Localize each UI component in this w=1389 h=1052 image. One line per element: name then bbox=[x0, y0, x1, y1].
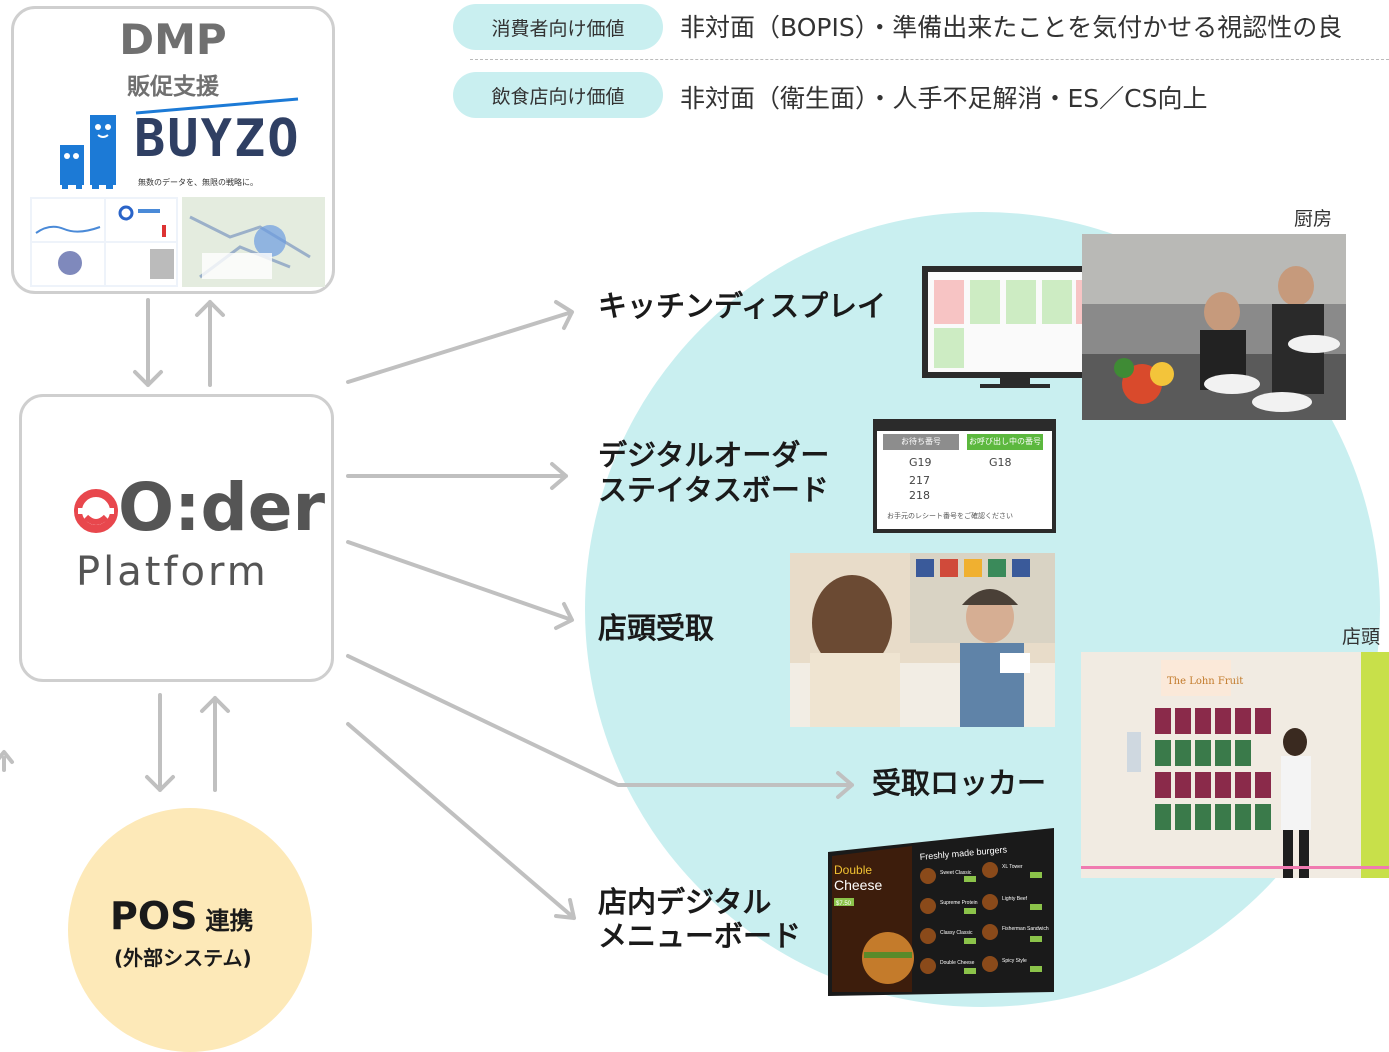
service-locker: 受取ロッカー bbox=[872, 766, 1047, 800]
buyzo-logo: BUYZO bbox=[134, 109, 301, 169]
dmp-box: DMP 販促支援 BUYZO 無数のデータを、無限の戦略に。 bbox=[11, 6, 335, 294]
locker-photo: The Lohn Fruit bbox=[1081, 652, 1389, 878]
restaurant-value-text: 非対面（衛生面）・人手不足解消・ES／CS向上 bbox=[680, 84, 1208, 113]
menu-item-5: Fisherman Sandwich bbox=[1002, 926, 1049, 932]
arrow-pos-down bbox=[145, 693, 175, 792]
menu-price: $7.50 bbox=[836, 901, 852, 907]
service-kitchen-display: キッチンディスプレイ bbox=[598, 289, 886, 323]
arrow-dmp-down bbox=[133, 298, 163, 387]
service-menu-board-line2: メニューボード bbox=[598, 919, 802, 953]
status-footer: お手元のレシート番号をご確認ください bbox=[887, 512, 1013, 520]
storefront-label: 店頭 bbox=[1342, 626, 1381, 648]
dmp-title: DMP bbox=[119, 15, 227, 64]
oder-o-icon bbox=[74, 489, 118, 533]
oder-platform-box: O:der Platform bbox=[19, 394, 334, 682]
menu-item-4: Classy Classic bbox=[940, 930, 973, 936]
menu-item-0: Sweet Classic bbox=[940, 870, 972, 876]
menu-item-6: Double Cheese bbox=[940, 960, 975, 966]
arrow-to-pickup bbox=[346, 540, 574, 630]
dmp-subtitle: 販促支援 bbox=[127, 74, 219, 100]
service-menu-board-line1: 店内デジタル bbox=[598, 885, 772, 919]
arrow-to-status bbox=[346, 462, 568, 490]
status-waiting-0: G19 bbox=[909, 456, 932, 469]
buyzo-swoosh-icon bbox=[135, 97, 299, 115]
status-waiting-1: 217 bbox=[909, 474, 930, 487]
restaurant-value-pill: 飲食店向け価値 bbox=[453, 72, 663, 118]
oder-logo: O:der bbox=[118, 469, 326, 546]
arrow-pos-up bbox=[200, 696, 230, 792]
status-board-image: お待ち番号 お呼び出し中の番号 G19 217 218 G18 お手元のレシート… bbox=[873, 419, 1056, 533]
menu-item-1: XL Tower bbox=[1002, 864, 1023, 870]
arrow-dmp-up bbox=[195, 300, 225, 387]
pickup-photo bbox=[790, 553, 1055, 727]
platform-label: Platform bbox=[76, 549, 269, 595]
service-status-board-line2: ステイタスボード bbox=[598, 473, 829, 507]
pos-subtitle: (外部システム) bbox=[114, 946, 252, 970]
service-store-pickup: 店頭受取 bbox=[598, 611, 715, 645]
kitchen-label: 厨房 bbox=[1294, 208, 1333, 230]
consumer-value-text: 非対面（BOPIS）・準備出来たことを気付かせる視認性の良 bbox=[680, 13, 1343, 42]
menu-item-7: Spicy Style bbox=[1002, 958, 1027, 964]
kitchen-monitor-image bbox=[922, 266, 1108, 388]
divider bbox=[470, 59, 1389, 60]
status-col-waiting: お待ち番号 bbox=[883, 434, 959, 450]
kitchen-photo bbox=[1082, 234, 1346, 420]
menu-promo-2: Cheese bbox=[834, 877, 882, 893]
arrow-partial bbox=[0, 750, 14, 772]
buyzo-tagline: 無数のデータを、無限の戦略に。 bbox=[138, 178, 258, 187]
buyzo-mascot-icon bbox=[60, 115, 116, 189]
status-waiting-2: 218 bbox=[909, 489, 930, 502]
service-status-board-line1: デジタルオーダー bbox=[598, 438, 830, 472]
status-col-calling: お呼び出し中の番号 bbox=[967, 434, 1043, 450]
menu-item-2: Supreme Protein bbox=[940, 900, 978, 906]
menu-promo-1: Double bbox=[834, 863, 872, 877]
arrow-to-kitchen bbox=[346, 300, 574, 384]
menu-item-3: Lighty Beef bbox=[1002, 896, 1028, 902]
consumer-value-pill: 消費者向け価値 bbox=[453, 4, 663, 50]
dashboard-thumbnail bbox=[30, 197, 325, 287]
arrow-to-menu bbox=[346, 722, 576, 920]
locker-sign: The Lohn Fruit bbox=[1167, 676, 1243, 687]
arrow-to-locker bbox=[346, 654, 854, 799]
status-calling-0: G18 bbox=[989, 456, 1012, 469]
menu-board-image: Double Cheese $7.50 Freshly made burgers… bbox=[828, 828, 1054, 996]
